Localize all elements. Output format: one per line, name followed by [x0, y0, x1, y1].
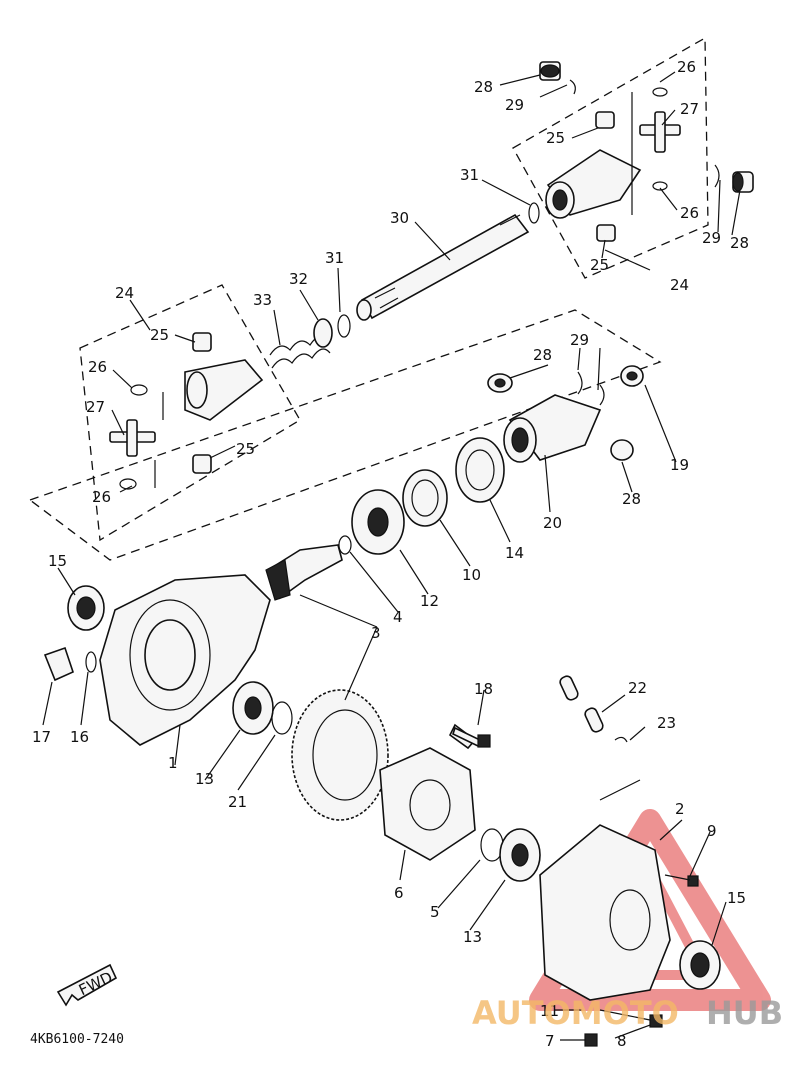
assembly-box-24-right [512, 36, 709, 279]
label-26: 26 [92, 488, 111, 506]
label-25: 25 [590, 256, 609, 274]
watermark-text: AUTOMOTO HUB [472, 994, 783, 1032]
label-24: 24 [670, 276, 689, 294]
assembly-box-20-group [28, 309, 662, 561]
bearings-and-seals [338, 437, 505, 555]
label-24: 24 [115, 284, 134, 302]
label-2: 2 [675, 800, 685, 818]
label-13: 13 [463, 928, 482, 946]
bearing-and-shim-left [232, 681, 293, 735]
watermark-secondary: HUB [706, 994, 783, 1032]
label-29: 29 [570, 331, 589, 349]
label-25: 25 [150, 326, 169, 344]
label-17: 17 [32, 728, 51, 746]
gear-case-housing [43, 574, 271, 746]
label-23: 23 [657, 714, 676, 732]
drive-shaft [356, 202, 540, 321]
bolt-18 [452, 726, 491, 748]
label-25: 25 [236, 440, 255, 458]
label-19: 19 [670, 456, 689, 474]
label-29: 29 [702, 229, 721, 247]
label-33: 33 [253, 291, 272, 309]
universal-joint-left [109, 332, 264, 490]
label-28: 28 [622, 490, 641, 508]
label-26: 26 [88, 358, 107, 376]
label-30: 30 [390, 209, 409, 227]
label-16: 16 [70, 728, 89, 746]
label-27: 27 [680, 100, 699, 118]
label-27: 27 [86, 398, 105, 416]
label-7: 7 [545, 1032, 555, 1050]
ring-gear [291, 689, 389, 821]
label-31: 31 [460, 166, 479, 184]
label-14: 14 [505, 544, 524, 562]
watermark-primary: AUTOMOTO [472, 994, 679, 1032]
part-code: 4KB6100-7240 [30, 1032, 124, 1047]
label-26: 26 [677, 58, 696, 76]
bearing-and-shim-right [480, 828, 541, 882]
label-15: 15 [727, 889, 746, 907]
label-25: 25 [546, 129, 565, 147]
label-20: 20 [543, 514, 562, 532]
assembly-box-24-left [79, 284, 301, 542]
label-22: 22 [628, 679, 647, 697]
label-18: 18 [474, 680, 493, 698]
label-11: 11 [540, 1002, 559, 1020]
label-3: 3 [371, 624, 381, 642]
label-4: 4 [393, 608, 403, 626]
label-28: 28 [730, 234, 749, 252]
label-31: 31 [325, 249, 344, 267]
label-32: 32 [289, 270, 308, 288]
spring-and-washers [269, 314, 351, 369]
output-yoke-group [487, 365, 644, 463]
universal-joint-right [539, 61, 754, 242]
pins-and-clip [559, 675, 628, 743]
label-1: 1 [168, 754, 178, 772]
part-labels: 28 29 26 27 25 31 26 29 28 25 24 30 24 3… [32, 58, 749, 1050]
leader-lines [42, 71, 741, 1041]
gear-case-cover [539, 824, 721, 1047]
label-13: 13 [195, 770, 214, 788]
differential-unit [379, 723, 477, 861]
label-9: 9 [707, 822, 717, 840]
label-10: 10 [462, 566, 481, 584]
label-15: 15 [48, 552, 67, 570]
label-12: 12 [420, 592, 439, 610]
fwd-label: FWD [76, 968, 115, 999]
label-5: 5 [430, 903, 440, 921]
pinion-gear [265, 544, 343, 601]
label-26: 26 [680, 204, 699, 222]
fwd-arrow-icon: FWD [56, 963, 118, 1007]
label-8: 8 [617, 1032, 627, 1050]
label-29: 29 [505, 96, 524, 114]
label-6: 6 [394, 884, 404, 902]
label-28: 28 [533, 346, 552, 364]
label-28: 28 [474, 78, 493, 96]
label-21: 21 [228, 793, 247, 811]
